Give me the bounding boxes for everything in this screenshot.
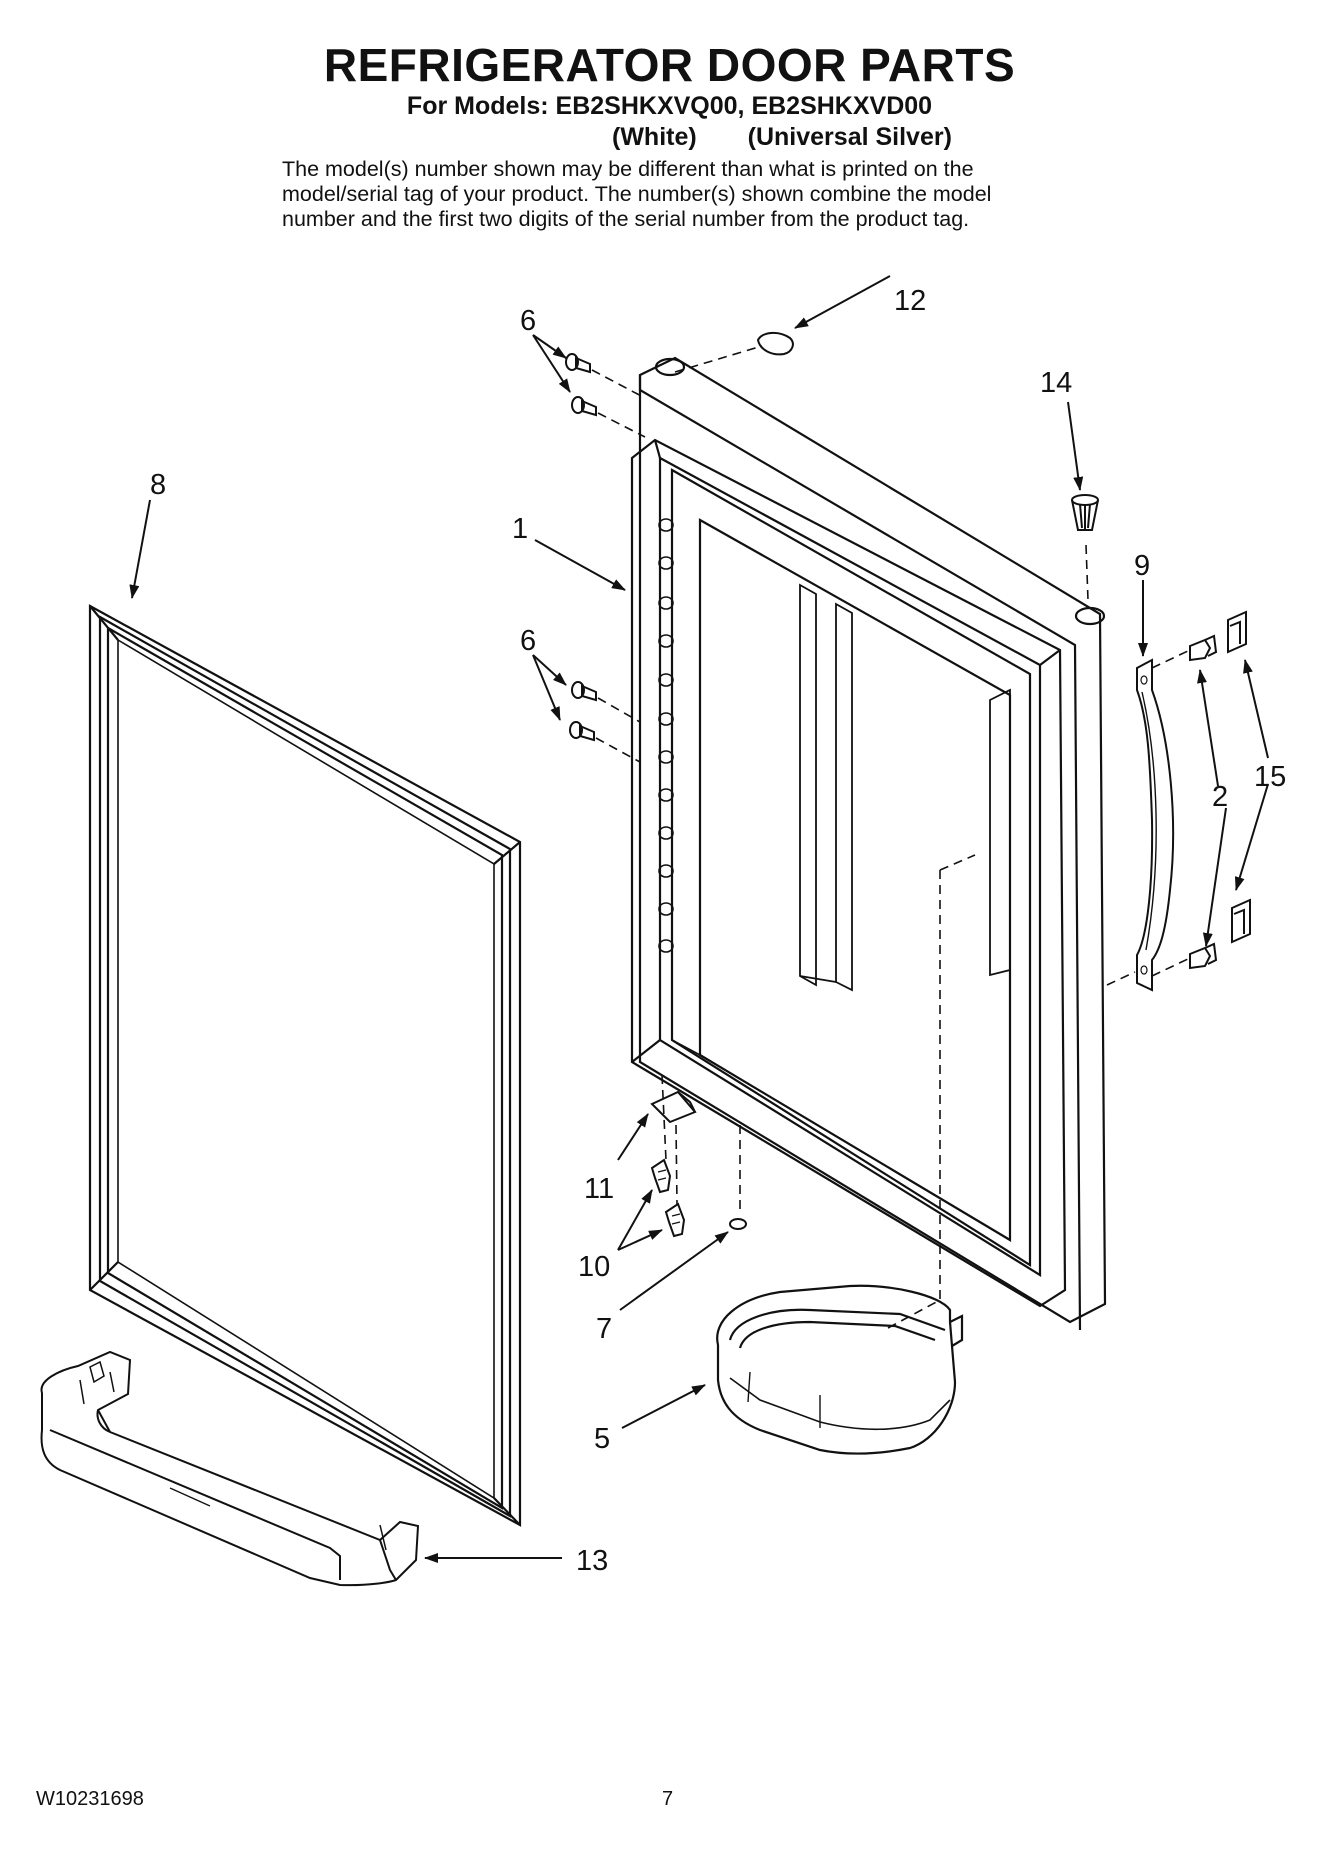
callout-5: 5 xyxy=(594,1423,610,1455)
page-title: REFRIGERATOR DOOR PARTS xyxy=(323,39,1016,91)
note-line: model/serial tag of your product. The nu… xyxy=(282,182,992,206)
callout-11: 11 xyxy=(584,1173,614,1205)
callout-1: 1 xyxy=(512,513,528,545)
document-code: W10231698 xyxy=(36,1788,144,1810)
note-line: number and the first two digits of the s… xyxy=(282,207,970,231)
callout-12: 12 xyxy=(894,285,926,317)
hinge-bushing-part xyxy=(1071,494,1099,601)
variant-universal-silver: (Universal Silver) xyxy=(747,123,952,151)
variant-white: (White) xyxy=(612,123,697,151)
callout-6-top: 6 xyxy=(520,305,536,337)
top-cap-part xyxy=(674,332,794,373)
callout-9: 9 xyxy=(1134,550,1150,582)
door-handle-part xyxy=(1106,649,1191,992)
callout-8: 8 xyxy=(150,469,166,501)
model-variants: (White) (Universal Silver) xyxy=(612,123,952,152)
callout-14: 14 xyxy=(1040,367,1072,399)
bottom-hinge-hardware xyxy=(650,854,976,1300)
shelf-clip-column xyxy=(658,518,674,953)
page-number: 7 xyxy=(662,1788,674,1810)
crisper-bin-part xyxy=(716,1284,964,1455)
door-outer-panel-part xyxy=(630,356,1107,1331)
callout-15: 15 xyxy=(1254,761,1286,793)
callout-13: 13 xyxy=(576,1545,608,1577)
hinge-screws-part xyxy=(565,353,646,763)
callout-6-mid: 6 xyxy=(520,625,536,657)
door-shelf-bar-part xyxy=(40,1350,420,1587)
callout-7: 7 xyxy=(596,1313,612,1345)
callout-2: 2 xyxy=(1212,781,1228,813)
model-number-note: The model(s) number shown may be differe… xyxy=(282,157,1082,232)
callout-10: 10 xyxy=(578,1251,610,1283)
note-line: The model(s) number shown may be differe… xyxy=(282,157,974,181)
callout-leaders xyxy=(129,275,1269,1563)
models-line: For Models: EB2SHKXVQ00, EB2SHKXVD00 xyxy=(406,92,933,120)
door-gasket-part xyxy=(88,604,522,1527)
callout-labels: 6 6 1 8 12 14 9 2 15 11 10 7 5 13 xyxy=(150,285,1286,1577)
handle-end-caps-part xyxy=(1227,610,1251,944)
